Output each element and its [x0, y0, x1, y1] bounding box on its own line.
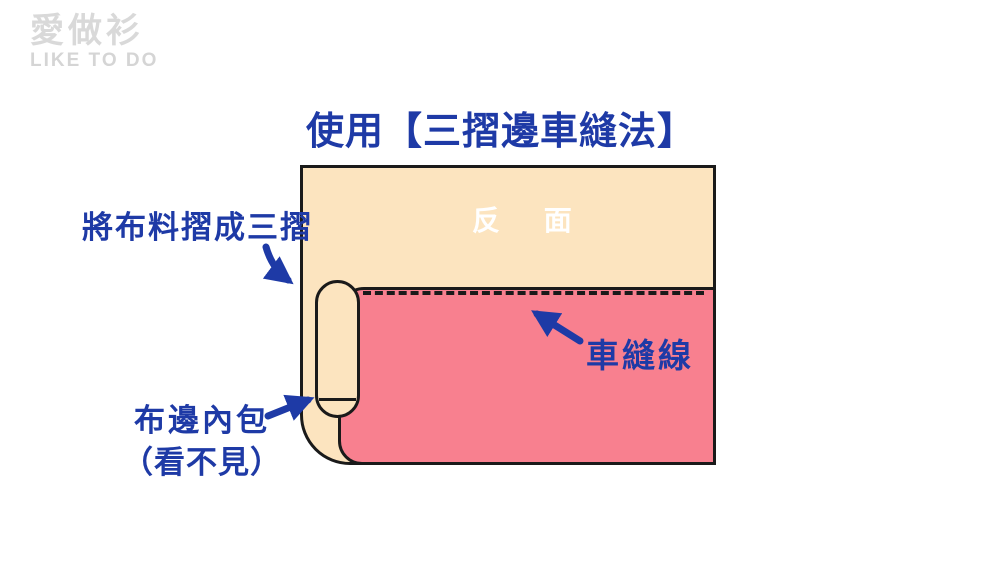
fold-cross-section: [315, 280, 360, 418]
note-edge-wrapped-line1: 布邊內包: [134, 403, 270, 438]
stitch-dashed-line: [363, 291, 704, 295]
note-edge-wrapped-line2: （看不見）: [122, 445, 282, 480]
wrong-side-label: 反 面: [472, 205, 590, 236]
page-title: 使用【三摺邊車縫法】: [306, 111, 697, 153]
brand-logo: 愛做衫 LIKE TO DO: [30, 14, 158, 70]
brand-tagline: LIKE TO DO: [30, 50, 159, 71]
hidden-raw-edge-line: [319, 398, 356, 401]
fold-arrow: [262, 243, 294, 285]
note-stitch-line: 車縫線: [586, 337, 694, 374]
note-fold-instruction: 將布料摺成三摺: [82, 210, 313, 245]
fabric-right-side: [338, 287, 716, 465]
brand-text: 愛做衫: [30, 12, 144, 50]
